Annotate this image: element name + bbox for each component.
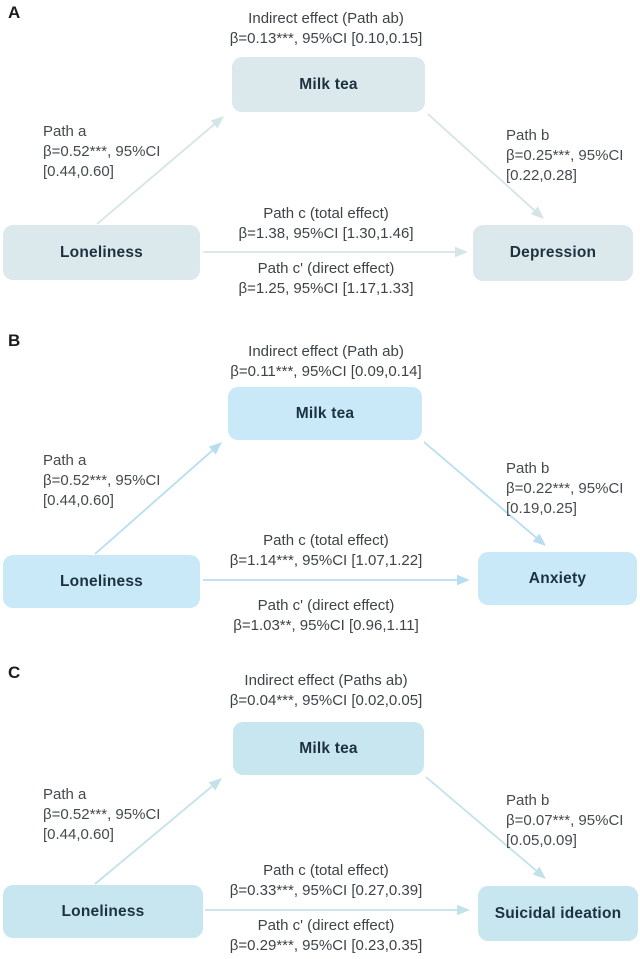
path-c-prime-name: Path c' (direct effect)	[257, 917, 395, 934]
path-b-text: Path b β=0.22***, 95%CI [0.19,0.25]	[506, 459, 623, 519]
path-c-prime-name: Path c' (direct effect)	[257, 597, 395, 614]
path-c-name: Path c (total effect)	[263, 532, 389, 549]
path-a-estimate: β=0.52***, 95%CI	[43, 472, 161, 489]
mediator-box: Milk tea	[228, 387, 422, 440]
path-c-prime-text: Path c' (direct effect) β=1.25, 95%CI [1…	[239, 259, 414, 299]
predictor-box: Loneliness	[3, 225, 200, 280]
indirect-effect-text: Indirect effect (Path ab) β=0.11***, 95%…	[230, 342, 421, 382]
path-c-text: Path c (total effect) β=0.33***, 95%CI […	[230, 861, 423, 901]
mediator-label: Milk tea	[295, 404, 355, 422]
path-c-prime-estimate: β=0.29***, 95%CI [0.23,0.35]	[229, 937, 423, 954]
outcome-box: Depression	[473, 225, 633, 281]
path-c-prime-name: Path c' (direct effect)	[257, 260, 395, 277]
path-c-name: Path c (total effect)	[263, 862, 389, 879]
predictor-label: Loneliness	[60, 572, 143, 590]
mediator-label: Milk tea	[299, 75, 358, 93]
indirect-effect-estimate: β=0.11***, 95%CI [0.09,0.14]	[230, 363, 422, 380]
path-c-text: Path c (total effect) β=1.38, 95%CI [1.3…	[239, 204, 414, 244]
path-c-arrow-head	[457, 574, 470, 586]
path-b-ci: [0.22,0.28]	[506, 167, 577, 184]
outcome-label: Suicidal ideation	[494, 904, 622, 922]
path-a-arrow-head	[208, 442, 222, 455]
path-c-arrow-head	[457, 904, 470, 916]
path-b-text: Path b β=0.07***, 95%CI [0.05,0.09]	[506, 791, 623, 851]
indirect-effect-text: Indirect effect (Paths ab) β=0.04***, 95…	[230, 671, 423, 711]
mediator-label: Milk tea	[299, 739, 358, 757]
outcome-label: Depression	[509, 244, 597, 261]
path-b-ci: [0.19,0.25]	[506, 500, 577, 517]
indirect-effect-title: Indirect effect (Path ab)	[248, 10, 404, 27]
path-c-prime-estimate: β=1.03**, 95%CI [0.96,1.11]	[233, 617, 419, 634]
panel-letter: C	[8, 663, 21, 682]
predictor-label: Loneliness	[60, 243, 143, 261]
predictor-box: Loneliness	[3, 555, 200, 608]
path-c-prime-text: Path c' (direct effect) β=0.29***, 95%CI…	[230, 916, 423, 956]
path-a-text: Path a β=0.52***, 95%CI [0.44,0.60]	[43, 122, 160, 182]
path-b-name: Path b	[506, 792, 550, 809]
path-b-estimate: β=0.22***, 95%CI	[506, 480, 624, 497]
predictor-label: Loneliness	[61, 902, 145, 920]
path-a-ci: [0.44,0.60]	[43, 826, 114, 843]
path-b-name: Path b	[506, 127, 550, 144]
path-c-name: Path c (total effect)	[263, 205, 389, 222]
indirect-effect-text: Indirect effect (Path ab) β=0.13***, 95%…	[230, 9, 423, 49]
path-a-name: Path a	[43, 786, 87, 803]
path-a-text: Path a β=0.52***, 95%CI [0.44,0.60]	[43, 451, 160, 511]
path-a-estimate: β=0.52***, 95%CI	[43, 143, 161, 160]
outcome-box: Suicidal ideation	[478, 886, 638, 941]
path-a-name: Path a	[43, 452, 87, 469]
path-b-arrow-head	[530, 206, 544, 219]
path-b-arrow-head	[532, 866, 546, 879]
path-a-ci: [0.44,0.60]	[43, 492, 114, 509]
outcome-label: Anxiety	[528, 569, 587, 587]
path-b-estimate: β=0.25***, 95%CI	[506, 147, 624, 164]
panel-letter: A	[8, 3, 21, 22]
path-b-estimate: β=0.07***, 95%CI	[506, 812, 624, 829]
predictor-box: Loneliness	[3, 885, 203, 938]
panel-b: B Indirect effect (Path ab) β=0.11***, 9…	[0, 320, 640, 640]
path-a-name: Path a	[43, 123, 87, 140]
panel-c: C Indirect effect (Paths ab) β=0.04***, …	[0, 640, 640, 959]
path-c-estimate: β=1.38, 95%CI [1.30,1.46]	[238, 225, 414, 242]
path-b-arrow-head	[532, 533, 546, 546]
mediator-box: Milk tea	[233, 722, 424, 775]
path-b-ci: [0.05,0.09]	[506, 832, 577, 849]
indirect-effect-title: Indirect effect (Path ab)	[248, 343, 404, 360]
path-b-text: Path b β=0.25***, 95%CI [0.22,0.28]	[506, 126, 623, 186]
path-c-text: Path c (total effect) β=1.14***, 95%CI […	[230, 531, 423, 571]
outcome-box: Anxiety	[478, 552, 637, 605]
path-c-estimate: β=0.33***, 95%CI [0.27,0.39]	[229, 882, 423, 899]
path-b-name: Path b	[506, 460, 550, 477]
path-a-arrow-head	[210, 116, 224, 129]
path-a-ci: [0.44,0.60]	[43, 163, 114, 180]
indirect-effect-estimate: β=0.13***, 95%CI [0.10,0.15]	[229, 30, 423, 47]
panel-letter: B	[8, 331, 21, 350]
path-c-arrow-head	[455, 246, 468, 258]
indirect-effect-title: Indirect effect (Paths ab)	[244, 672, 408, 689]
path-a-text: Path a β=0.52***, 95%CI [0.44,0.60]	[43, 785, 160, 845]
path-a-estimate: β=0.52***, 95%CI	[43, 806, 161, 823]
path-c-prime-estimate: β=1.25, 95%CI [1.17,1.33]	[238, 280, 414, 297]
path-c-estimate: β=1.14***, 95%CI [1.07,1.22]	[229, 552, 423, 569]
path-c-prime-text: Path c' (direct effect) β=1.03**, 95%CI …	[233, 596, 419, 636]
panel-a: A Indirect effect (Path ab) β=0.13***, 9…	[0, 0, 640, 320]
mediator-box: Milk tea	[232, 57, 425, 112]
path-a-arrow-head	[208, 778, 222, 791]
indirect-effect-estimate: β=0.04***, 95%CI [0.02,0.05]	[229, 692, 423, 709]
